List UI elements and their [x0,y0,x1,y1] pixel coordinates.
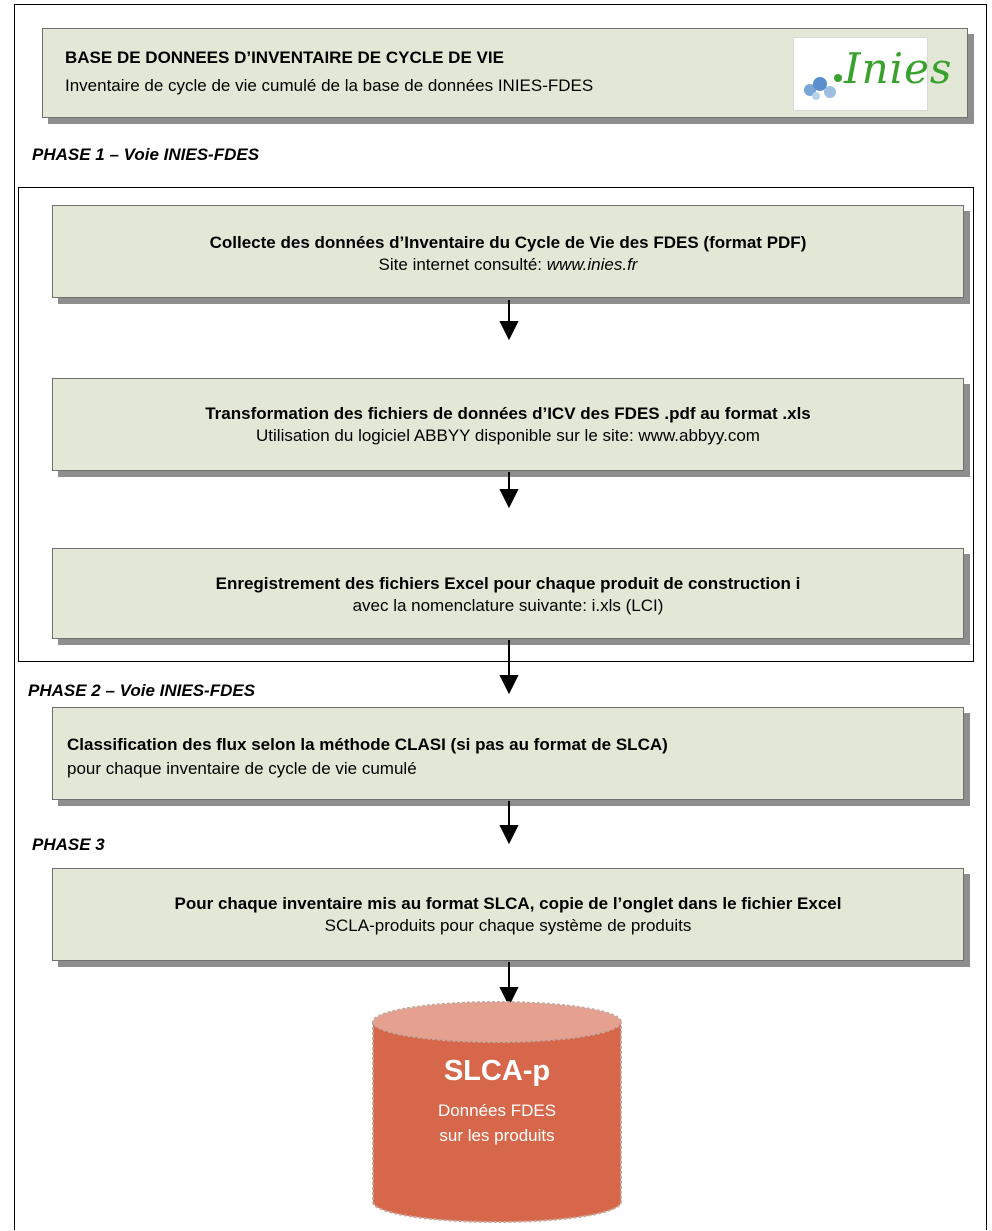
diagram-frame [14,4,987,1230]
inies-website-link[interactable]: www.inies.fr [546,255,638,274]
phase1-step2-subtitle: Utilisation du logiciel ABBYY disponible… [256,426,760,445]
phase3-label: PHASE 3 [32,835,105,854]
phase3-step-title: Pour chaque inventaire mis au format SLC… [174,894,842,913]
phase1-step2-box: Transformation des fichiers de données d… [52,378,964,471]
phase1-step1-sub-prefix: Site internet consulté: [378,255,547,274]
phase3-step-box: Pour chaque inventaire mis au format SLC… [52,868,964,961]
phase1-step1-box: Collecte des données d’Inventaire du Cyc… [52,205,964,298]
phase1-step1-title: Collecte des données d’Inventaire du Cyc… [209,233,807,252]
inies-logo: Inies [793,37,951,111]
database-title: SLCA-p [443,1055,551,1087]
phase1-step3-subtitle: avec la nomenclature suivante: i.xls (LC… [352,596,664,615]
phase1-step3-title: Enregistrement des fichiers Excel pour c… [215,574,801,593]
phase3-step-subtitle: SCLA-produits pour chaque système de pro… [324,916,692,935]
phase2-step-box: Classification des flux selon la méthode… [52,707,964,800]
arrow-step3-to-phase2 [499,640,519,695]
phase1-step1-subtitle: Site internet consulté: www.inies.fr [53,254,963,276]
phase2-step-title: Classification des flux selon la méthode… [67,735,668,754]
arrow-phase3-to-database [499,962,519,1007]
logo-wordmark: Inies [844,44,953,93]
arrow-phase2-to-phase3 [499,801,519,845]
phase2-label: PHASE 2 – Voie INIES-FDES [28,681,256,700]
arrow-step1-to-step2 [499,300,519,341]
phase1-container [18,187,974,662]
phase1-label: PHASE 1 – Voie INIES-FDES [32,145,260,164]
arrow-step2-to-step3 [499,472,519,509]
database-line1: Données FDES [437,1101,557,1120]
header-subtitle: Inventaire de cycle de vie cumulé de la … [65,76,594,95]
phase2-step-subtitle: pour chaque inventaire de cycle de vie c… [67,759,417,778]
database-line2: sur les produits [439,1126,555,1145]
phase1-step3-box: Enregistrement des fichiers Excel pour c… [52,548,964,639]
header-title: BASE DE DONNEES D’INVENTAIRE DE CYCLE DE… [65,48,504,67]
logo-mark-icon [804,74,842,100]
phase1-step2-title: Transformation des fichiers de données d… [205,404,811,423]
